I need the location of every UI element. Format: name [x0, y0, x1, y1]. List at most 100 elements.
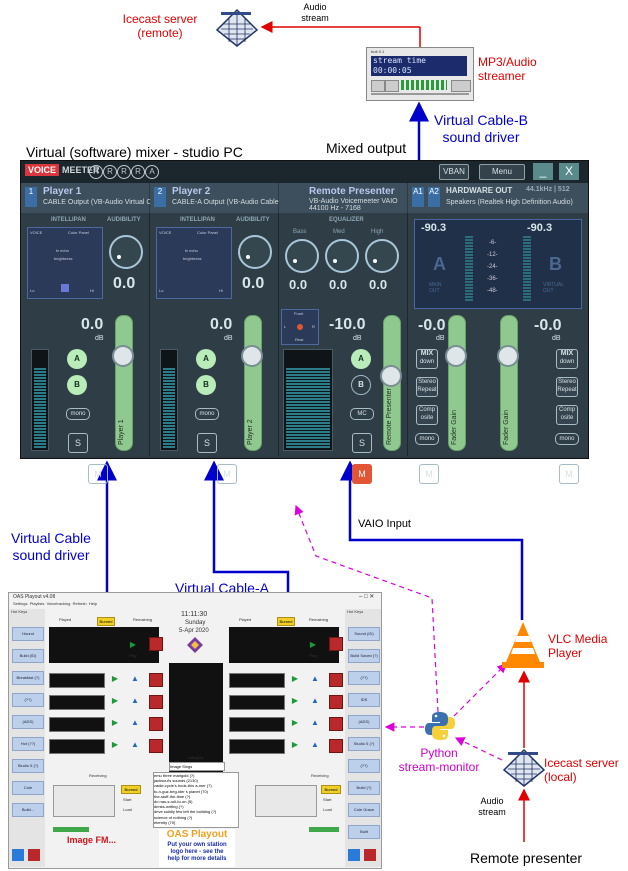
oas-right-slot-4-stop[interactable]: [329, 739, 343, 753]
oas-song-9[interactable]: science of nothing (?): [154, 814, 193, 820]
strip1-mute-button[interactable]: M: [88, 464, 108, 484]
oas-right-btn-6[interactable]: Studio 5 (?): [348, 737, 380, 751]
strip2-mono-button[interactable]: mono: [195, 408, 219, 420]
oas-left-blue-btn[interactable]: [12, 849, 24, 861]
strip2-intellipan-pad[interactable]: VOICE Color Panel fx echo brightness Lo …: [156, 227, 232, 299]
oas-song-4[interactable]: to-n-guz-beg-ider s planet (70): [154, 788, 209, 794]
vm-circle-r3[interactable]: R: [117, 165, 131, 179]
strip3-high-knob[interactable]: [365, 239, 399, 273]
strip3-b-button[interactable]: B: [351, 375, 371, 395]
strip1-audibility-knob[interactable]: [109, 235, 143, 269]
oas-left-slot-3[interactable]: [49, 717, 105, 732]
strip2-audibility-knob[interactable]: [238, 235, 272, 269]
strip2-b-button[interactable]: B: [196, 375, 216, 395]
oas-right-btn-10[interactable]: Built: [348, 825, 380, 839]
strip2-number[interactable]: 2: [154, 187, 166, 207]
oas-left-slot-3-load[interactable]: ▲: [131, 718, 139, 727]
oas-left-btn-3[interactable]: Breakfast (?): [12, 671, 44, 685]
oas-close-icon[interactable]: – □ ✕: [359, 594, 375, 600]
strip1-a-button[interactable]: A: [67, 349, 87, 369]
strip3-pan-pad[interactable]: Front L R Rear: [281, 309, 319, 345]
oas-right-blue-btn[interactable]: [348, 849, 360, 861]
strip1-header[interactable]: 1 Player 1 CABLE Output (VB-Audio Virtua…: [21, 183, 157, 213]
oas-right-play-icon[interactable]: ▶: [309, 640, 317, 649]
strip3-med-knob[interactable]: [325, 239, 359, 273]
hw-right-stereo-repeat[interactable]: Stereo Repeat: [556, 377, 578, 397]
vm-circle-r2[interactable]: R: [103, 165, 117, 179]
oas-left-slot-1-stop[interactable]: [149, 673, 163, 687]
oas-left-slot-1-start[interactable]: ▶: [111, 674, 119, 683]
oas-left-btn-8[interactable]: Cole: [12, 781, 44, 795]
oas-right-btn-2[interactable]: Build Saved (?): [348, 649, 380, 663]
oas-right-btn-8[interactable]: Build (?): [348, 781, 380, 795]
oas-left-play-icon[interactable]: ▶: [129, 640, 137, 649]
oas-left-btn-9[interactable]: Build...: [12, 803, 44, 817]
oas-right-slot-2-stop[interactable]: [329, 695, 343, 709]
hw-right-mix-down[interactable]: MIX down: [556, 349, 578, 369]
oas-right-slot-3-load[interactable]: ▲: [311, 718, 319, 727]
oas-left-slot-4-load[interactable]: ▲: [131, 740, 139, 749]
oas-left-stop-button[interactable]: [149, 637, 163, 651]
oas-song-3[interactable]: zadie-cycle's hook-this a-mer (7): [154, 783, 212, 789]
strip3-header[interactable]: Remote Presenter VB-Audio Voicemeeter VA…: [279, 183, 407, 213]
a2-button[interactable]: A2: [428, 187, 440, 207]
oas-left-btn-7[interactable]: Studio 5 (?): [12, 759, 44, 773]
hw-right-fader-knob[interactable]: [497, 345, 519, 367]
strip1-solo-button[interactable]: S: [68, 433, 88, 453]
strip2-header[interactable]: 2 Player 2 CABLE-A Output (VB-Audio Cabl…: [150, 183, 283, 213]
strip3-fader-knob[interactable]: [380, 365, 402, 387]
oas-left-btn-2[interactable]: Build (ID): [12, 649, 44, 663]
hw-left-mix-down[interactable]: MIX down: [416, 349, 438, 369]
strip1-intellipan-pad[interactable]: VOICE Color Panel fx echo brightness Lo …: [27, 227, 103, 299]
hardware-out-header[interactable]: A1 A2 HARDWARE OUT 44.1kHz | 512 Speaker…: [408, 183, 588, 213]
streamer-play-button[interactable]: [371, 80, 385, 92]
oas-menu-settings[interactable]: Settings: [13, 601, 28, 606]
oas-right-slot-4[interactable]: [229, 739, 285, 754]
oas-right-btn-3[interactable]: (??): [348, 671, 380, 685]
menu-button[interactable]: Menu: [479, 164, 525, 180]
oas-left-lower-load[interactable]: Load: [123, 807, 132, 812]
hw-left-stereo-repeat[interactable]: Stereo Repeat: [416, 377, 438, 397]
oas-right-lower-load[interactable]: Load: [323, 807, 332, 812]
oas-right-btn-5[interactable]: (ADS): [348, 715, 380, 729]
oas-right-slot-2[interactable]: [229, 695, 285, 710]
oas-right-slot-3-stop[interactable]: [329, 717, 343, 731]
oas-left-lower-start[interactable]: Start: [123, 797, 132, 802]
oas-left-slot-2-start[interactable]: ▶: [111, 696, 119, 705]
oas-right-red-btn[interactable]: [364, 849, 376, 861]
oas-right-slot-1-start[interactable]: ▶: [291, 674, 299, 683]
strip2-mute-button[interactable]: M: [217, 464, 237, 484]
vban-button[interactable]: VBAN: [439, 164, 469, 180]
streamer-stop-button[interactable]: [385, 80, 399, 92]
oas-song-10[interactable]: eternity (70): [154, 819, 176, 825]
strip3-solo-button[interactable]: S: [352, 433, 372, 453]
oas-song-7[interactable]: drinks-writing (?): [154, 804, 184, 810]
vm-circle-r1[interactable]: R: [89, 165, 103, 179]
oas-song-8[interactable]: drive solidly few left the building (?): [154, 809, 217, 815]
oas-left-slot-2-stop[interactable]: [149, 695, 163, 709]
oas-song-list[interactable]: emu three marigold (?) jacksoul's sounds…: [153, 772, 239, 828]
oas-song-6[interactable]: do nas-s-roll-to-on (5): [154, 799, 193, 805]
oas-right-slot-2-start[interactable]: ▶: [291, 696, 299, 705]
strip1-number[interactable]: 1: [25, 187, 37, 207]
oas-song-2[interactable]: jacksoul's sounds (2130): [154, 778, 198, 784]
hw-left-composite[interactable]: Comp osite: [416, 405, 438, 425]
oas-left-red-btn[interactable]: [28, 849, 40, 861]
oas-left-slot-2-load[interactable]: ▲: [131, 696, 139, 705]
oas-right-slot-3-start[interactable]: ▶: [291, 718, 299, 727]
strip1-fader-knob[interactable]: [112, 345, 134, 367]
oas-left-btn-5[interactable]: (ADS): [12, 715, 44, 729]
vm-circle-a[interactable]: A: [145, 165, 159, 179]
strip2-solo-button[interactable]: S: [197, 433, 217, 453]
close-button[interactable]: X: [559, 163, 579, 180]
streamer-settings-button[interactable]: [451, 80, 471, 92]
oas-left-slot-1-load[interactable]: ▲: [131, 674, 139, 683]
oas-right-stop-button[interactable]: [329, 637, 343, 651]
streamer-slider[interactable]: [371, 93, 469, 95]
hw-right-mute[interactable]: M: [559, 464, 579, 484]
oas-right-slot-2-load[interactable]: ▲: [311, 696, 319, 705]
oas-right-lower-start[interactable]: Start: [323, 797, 332, 802]
oas-right-slot-1-stop[interactable]: [329, 673, 343, 687]
oas-menu-refresh[interactable]: Refresh: [72, 601, 87, 606]
strip3-mc-button[interactable]: MC: [350, 408, 374, 420]
